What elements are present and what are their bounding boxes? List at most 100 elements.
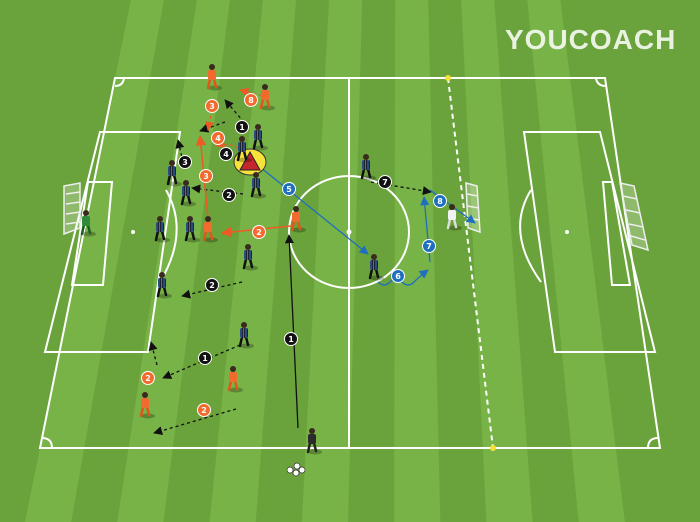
marker-black-1: 1 — [198, 351, 212, 365]
centre-circle — [288, 175, 410, 289]
player-dark — [250, 172, 266, 199]
player-dark — [166, 160, 182, 187]
marker-label: 1 — [202, 354, 208, 363]
marker-orange-3: 3 — [199, 169, 213, 183]
marker-label: 7 — [426, 242, 432, 251]
arrow-blue-dribble-6 — [377, 269, 429, 286]
marker-label: 3 — [203, 172, 209, 181]
goalkeeper — [80, 210, 96, 237]
right-penalty-arc — [519, 189, 542, 283]
marker-orange-8: 8 — [244, 93, 258, 107]
player-orange — [227, 366, 243, 393]
arrow-run-1 — [162, 344, 241, 379]
arrow-run-5 — [175, 139, 185, 163]
arrow-run-8 — [153, 408, 237, 436]
marker-blue-5: 5 — [282, 182, 296, 196]
player-dark — [154, 216, 170, 243]
marker-orange-2: 2 — [252, 225, 266, 239]
arrow-run-3 — [148, 341, 158, 366]
offside-marker-bottom — [490, 445, 496, 451]
target-cone — [233, 148, 267, 176]
marker-label: 1 — [288, 335, 294, 344]
marker-orange-3: 3 — [205, 99, 219, 113]
marker-label: 4 — [215, 134, 221, 143]
marker-label: 2 — [201, 406, 207, 415]
corner-arc-br — [647, 437, 659, 449]
player-dark — [242, 244, 258, 271]
arrow-blue-pass-5 — [254, 162, 369, 255]
corner-arc-tr — [595, 77, 607, 87]
right-goal — [619, 182, 650, 252]
marker-blue-7: 7 — [422, 239, 436, 253]
marker-label: 1 — [239, 123, 245, 132]
right-penalty-area — [522, 131, 657, 353]
left-penalty-spot — [131, 230, 135, 234]
marker-blue-8: 8 — [433, 194, 447, 208]
arrow-orange-run-2 — [239, 87, 263, 97]
pitch-lines — [38, 77, 662, 449]
player-dark — [360, 154, 376, 181]
marker-orange-2: 2 — [141, 371, 155, 385]
arrow-run-9 — [370, 181, 432, 196]
goalkeeper-white — [446, 204, 462, 231]
left-goal-area — [70, 181, 114, 286]
marker-black-4: 4 — [219, 147, 233, 161]
marker-orange-4: 4 — [211, 131, 225, 145]
marker-label: 2 — [226, 191, 232, 200]
left-penalty-area — [43, 131, 182, 353]
arrow-orange-run-3 — [215, 139, 239, 149]
grass-stripe — [25, 0, 164, 522]
player-orange — [259, 84, 275, 111]
arrow-pass-long — [284, 234, 299, 429]
player-dark — [236, 136, 252, 163]
right-goal-mid — [465, 182, 481, 234]
player-orange — [202, 216, 218, 243]
grass-stripe — [209, 0, 297, 522]
player-dark — [180, 180, 196, 207]
grass-stripe — [301, 0, 363, 522]
marker-label: 3 — [209, 102, 215, 111]
marker-black-2: 2 — [222, 188, 236, 202]
marker-label: 3 — [182, 158, 188, 167]
marker-label: 2 — [145, 374, 151, 383]
marker-black-3: 3 — [178, 155, 192, 169]
marker-label: 7 — [382, 178, 388, 187]
left-penalty-arc — [159, 189, 178, 283]
youcoach-logo: YOUCOACH — [505, 24, 676, 55]
marker-blue-6: 6 — [391, 269, 405, 283]
players-layer — [80, 64, 462, 455]
ball-group — [286, 462, 306, 477]
player-dark — [368, 254, 384, 281]
player-dark — [252, 124, 268, 151]
offside-dashed-line — [447, 77, 494, 449]
centre-spot — [346, 229, 352, 235]
marker-black-1: 1 — [235, 120, 249, 134]
player-dark — [184, 216, 200, 243]
marker-label: 2 — [209, 281, 215, 290]
marker-black-7: 7 — [378, 175, 392, 189]
touchline-boundary — [38, 77, 662, 449]
player-orange — [139, 392, 155, 419]
coach — [306, 428, 322, 455]
grass-stripe — [461, 0, 533, 522]
player-orange — [290, 206, 306, 233]
marker-label: 8 — [437, 197, 443, 206]
right-penalty-spot — [565, 230, 569, 234]
right-goal-area — [601, 181, 632, 286]
offside-marker-top — [445, 75, 451, 81]
player-orange — [206, 64, 222, 91]
marker-black-2: 2 — [205, 278, 219, 292]
marker-label: 4 — [223, 150, 229, 159]
number-markers: 1 1 2 2 2 2 2 3 3 3 44 5 6 7 7 8 8 1 — [141, 93, 447, 417]
player-dark — [156, 272, 172, 299]
marker-black-1: 1 — [284, 332, 298, 346]
grass-stripe — [527, 0, 625, 522]
corner-arc-bl — [41, 437, 53, 449]
player-dark — [238, 322, 254, 349]
left-goal — [63, 182, 81, 236]
marker-label: 5 — [286, 185, 292, 194]
marker-label: 2 — [256, 228, 262, 237]
marker-label: 6 — [395, 272, 401, 281]
